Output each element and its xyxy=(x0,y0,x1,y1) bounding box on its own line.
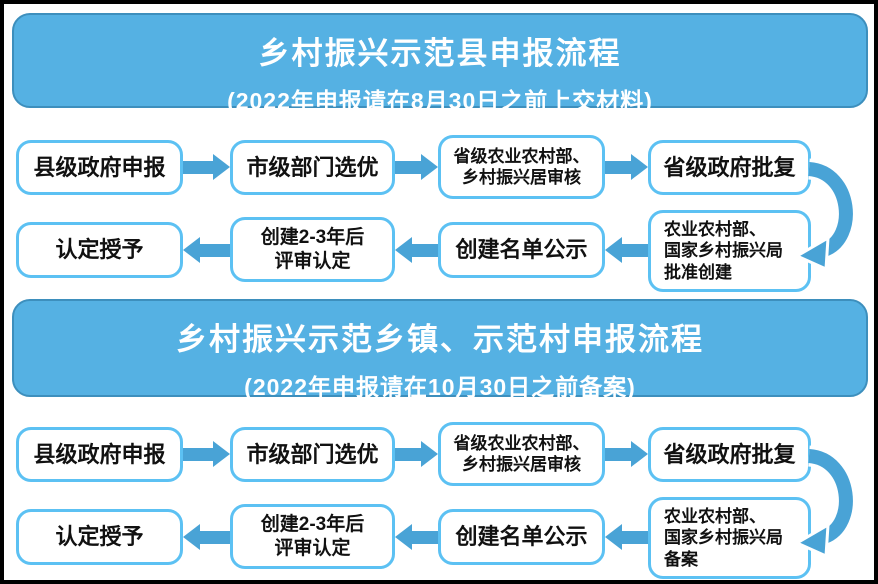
s1-node-grant-title: 认定授予 xyxy=(16,222,183,278)
s2-node-province-approve: 省级政府批复 xyxy=(648,427,811,482)
section1-banner: 乡村振兴示范县申报流程 (2022年申报请在8月30日之前上交材料) xyxy=(12,13,868,114)
s1-curved-arrow-icon xyxy=(793,158,857,272)
section2-banner: 乡村振兴示范乡镇、示范村申报流程 (2022年申报请在10月30日之前备案) xyxy=(12,299,868,400)
s1-node-review-confirm: 创建2-3年后 评审认定 xyxy=(230,217,395,282)
arrow-head-icon xyxy=(395,524,412,550)
s1-node-province-approve: 省级政府批复 xyxy=(648,140,811,195)
arrow-head-icon xyxy=(421,154,438,180)
section2-title: 乡村振兴示范乡镇、示范村申报流程 xyxy=(176,322,704,357)
section1-subtitle: (2022年申报请在8月30日之前上交材料) xyxy=(227,88,653,114)
s1-arrow-left-2 xyxy=(395,237,438,263)
s1-arrow-right-1 xyxy=(183,154,230,180)
section1-title: 乡村振兴示范县申报流程 xyxy=(258,36,622,71)
s2-node-review-confirm: 创建2-3年后 评审认定 xyxy=(230,504,395,569)
s2-arrow-left-1 xyxy=(605,524,648,550)
arrow-shaft xyxy=(200,530,230,544)
s1-node-list-publicity: 创建名单公示 xyxy=(438,222,605,278)
s1-node-province-review: 省级农业农村部、 乡村振兴居审核 xyxy=(438,135,605,199)
s2-arrow-right-2 xyxy=(395,441,438,467)
arrow-shaft xyxy=(605,447,631,461)
section2-subtitle: (2022年申报请在10月30日之前备案) xyxy=(244,374,636,400)
arrow-shaft xyxy=(622,243,648,257)
arrow-head-icon xyxy=(605,237,622,263)
arrow-head-icon xyxy=(605,524,622,550)
arrow-shaft xyxy=(183,160,213,174)
arrow-head-icon xyxy=(421,441,438,467)
s2-node-grant-title: 认定授予 xyxy=(16,509,183,565)
s1-arrow-right-2 xyxy=(395,154,438,180)
arrow-shaft xyxy=(395,447,421,461)
arrow-head-icon xyxy=(183,237,200,263)
arrow-head-icon xyxy=(213,441,230,467)
arrow-head-icon xyxy=(631,154,648,180)
s1-node-national-approve: 农业农村部、 国家乡村振兴局 批准创建 xyxy=(648,210,811,292)
s2-node-national-record: 农业农村部、 国家乡村振兴局 备案 xyxy=(648,497,811,579)
arrow-shaft xyxy=(605,160,631,174)
s2-arrow-right-3 xyxy=(605,441,648,467)
s1-node-county-apply: 县级政府申报 xyxy=(16,140,183,195)
arrow-head-icon xyxy=(213,154,230,180)
arrow-shaft xyxy=(395,160,421,174)
s1-arrow-left-1 xyxy=(605,237,648,263)
s2-node-list-publicity: 创建名单公示 xyxy=(438,509,605,565)
s2-arrow-right-1 xyxy=(183,441,230,467)
arrow-shaft xyxy=(622,530,648,544)
s2-curved-arrow-icon xyxy=(793,445,857,559)
arrow-head-icon xyxy=(395,237,412,263)
arrow-shaft xyxy=(412,243,438,257)
s2-arrow-left-3 xyxy=(183,524,230,550)
s2-node-province-review: 省级农业农村部、 乡村振兴居审核 xyxy=(438,422,605,486)
arrow-shaft xyxy=(183,447,213,461)
arrow-head-icon xyxy=(631,441,648,467)
s2-node-county-apply: 县级政府申报 xyxy=(16,427,183,482)
s2-node-city-select: 市级部门选优 xyxy=(230,427,395,482)
arrow-shaft xyxy=(412,530,438,544)
arrow-shaft xyxy=(200,243,230,257)
s1-arrow-right-3 xyxy=(605,154,648,180)
arrow-head-icon xyxy=(183,524,200,550)
s1-arrow-left-3 xyxy=(183,237,230,263)
s1-node-city-select: 市级部门选优 xyxy=(230,140,395,195)
s2-arrow-left-2 xyxy=(395,524,438,550)
